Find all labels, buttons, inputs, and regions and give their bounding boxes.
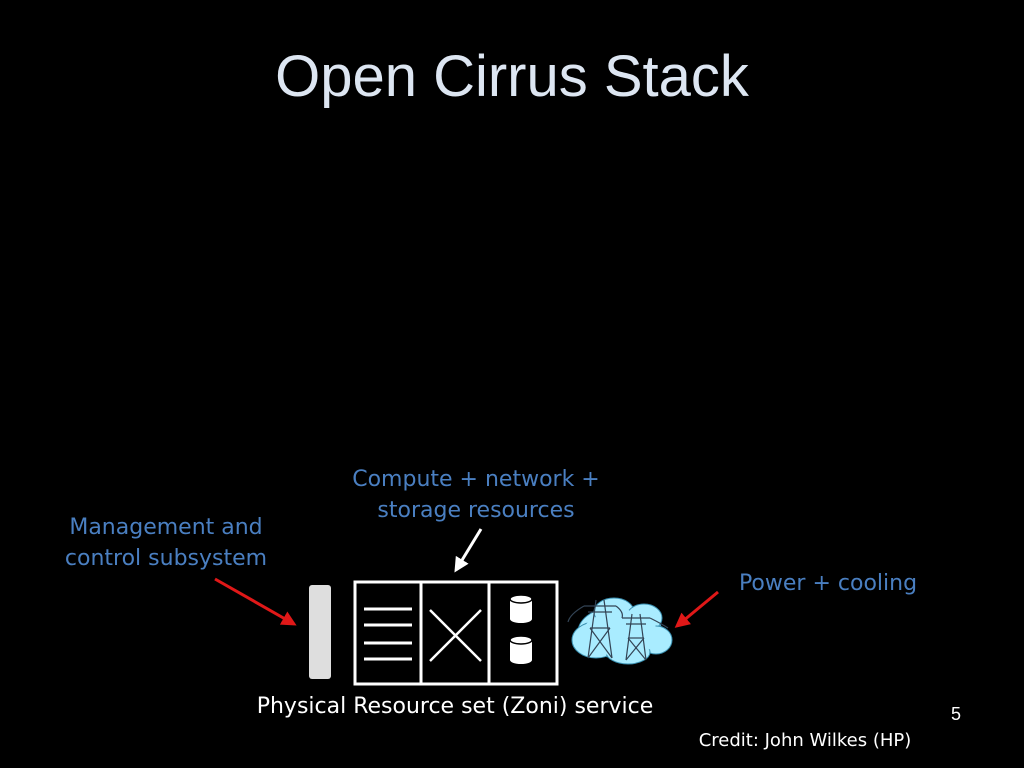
management-bar-icon bbox=[309, 585, 331, 679]
power-tower-cloud-icon bbox=[567, 597, 673, 665]
compute-label-line-1: Compute + network + bbox=[352, 467, 600, 492]
resource-box bbox=[353, 580, 559, 686]
credit-label: Credit: John Wilkes (HP) bbox=[698, 730, 912, 751]
management-label: Management and control subsystem bbox=[36, 512, 296, 574]
storage-cylinder-icon bbox=[509, 594, 533, 664]
network-cross-icon bbox=[429, 609, 482, 662]
zoni-service-label: Physical Resource set (Zoni) service bbox=[256, 694, 654, 719]
management-label-line-1: Management and bbox=[69, 515, 263, 540]
page-number: 5 bbox=[950, 704, 961, 724]
compute-lines-icon bbox=[364, 607, 412, 661]
power-label: Power + cooling bbox=[738, 571, 918, 596]
compute-label-line-2: storage resources bbox=[377, 498, 575, 523]
power-arrow bbox=[674, 590, 719, 628]
compute-arrow bbox=[454, 528, 483, 573]
management-label-line-2: control subsystem bbox=[64, 546, 268, 571]
slide-title: Open Cirrus Stack bbox=[275, 44, 749, 109]
compute-label: Compute + network + storage resources bbox=[320, 464, 632, 526]
management-arrow bbox=[214, 577, 297, 626]
